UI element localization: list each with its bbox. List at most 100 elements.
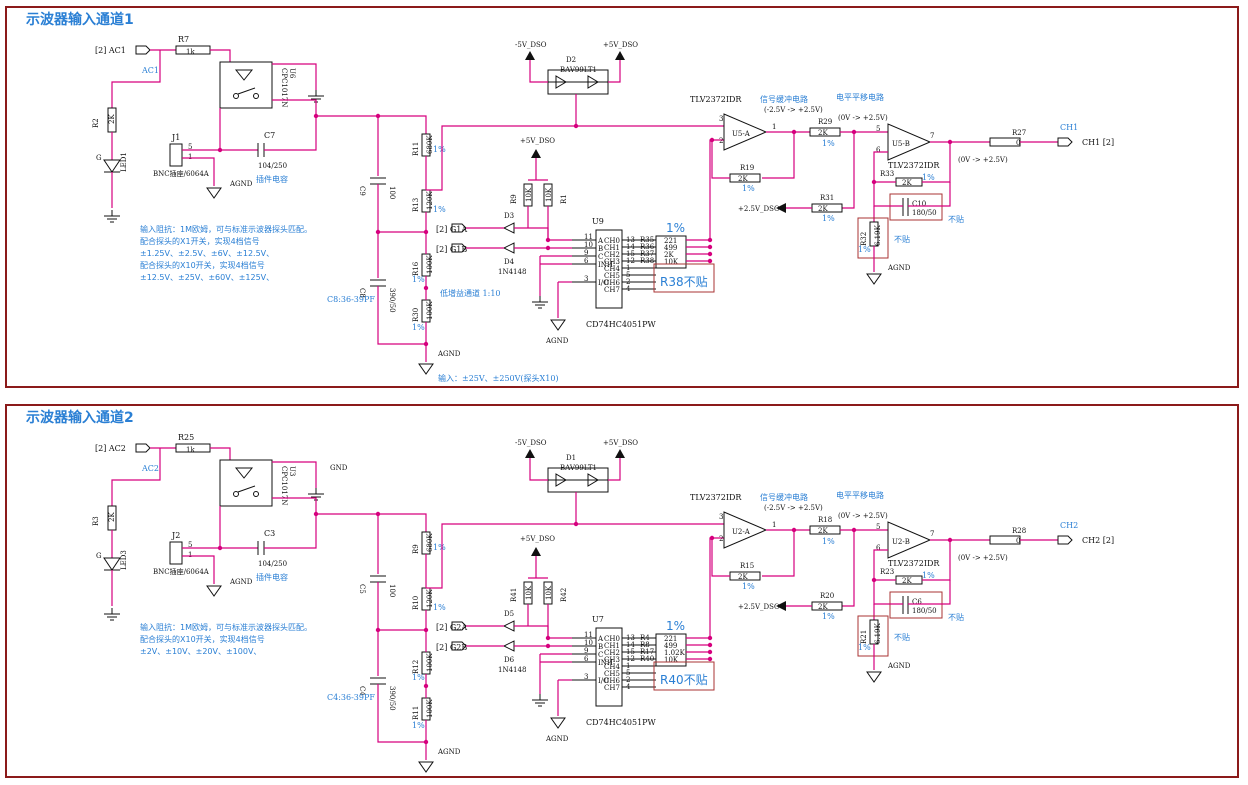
input-label: [2] AC1 bbox=[95, 46, 126, 55]
wire bbox=[711, 140, 730, 179]
clamp-diode-ref: D1 bbox=[566, 454, 576, 462]
output-range: (0V -> +2.5V) bbox=[958, 554, 1008, 562]
feedback-r-name: R19 bbox=[740, 164, 754, 172]
not-fitted-note: 不贴 bbox=[894, 234, 910, 244]
pullup-r-value: 10K bbox=[545, 585, 553, 600]
not-fitted-box bbox=[653, 263, 715, 293]
wire bbox=[762, 530, 795, 577]
wire bbox=[272, 461, 317, 488]
bnc-part: BNC插座/6064A bbox=[153, 169, 210, 178]
diode-d4-ref: D6 bbox=[504, 656, 515, 664]
tolerance-label: 1% bbox=[822, 612, 835, 621]
gain-resistor-array bbox=[655, 633, 687, 667]
mux-left-pin-num: 6 bbox=[584, 257, 589, 265]
output-r-name: R28 bbox=[1012, 527, 1026, 535]
wire bbox=[377, 286, 426, 345]
supply-arrow-icon bbox=[615, 449, 625, 458]
mux-right-pin-name: CH3 bbox=[604, 258, 620, 266]
led-resistor-name: R3 bbox=[92, 516, 100, 526]
bias-r-value: 2K bbox=[818, 603, 828, 611]
opamp-b-ref: U2-B bbox=[892, 538, 910, 546]
opamp-a-pin1: 1 bbox=[772, 123, 776, 131]
shift-fb-r-value: 2K bbox=[902, 179, 912, 187]
junction-dot bbox=[423, 683, 429, 689]
cap-name: C3 bbox=[264, 529, 275, 538]
divider-resistor-value: 100K bbox=[426, 653, 434, 672]
mux-ref: U7 bbox=[592, 615, 604, 624]
opamp-a bbox=[723, 113, 768, 151]
shift-cap-value: 180/50 bbox=[912, 209, 937, 217]
opamp-b bbox=[887, 123, 932, 161]
bias-arrow-icon bbox=[776, 203, 786, 213]
not-fitted-note: R38不贴 bbox=[660, 275, 708, 289]
wire bbox=[210, 447, 231, 460]
panel-title: 示波器输入通道2 bbox=[26, 409, 134, 426]
mux-right-pin-name: CH4 bbox=[604, 663, 620, 671]
shift-cap-name: C10 bbox=[912, 200, 926, 208]
mux-left-pin-name: A bbox=[597, 237, 604, 245]
mux-left-pin-num: 10 bbox=[584, 639, 593, 647]
mux-right-pin-name: CH0 bbox=[604, 635, 620, 643]
divider-resistor-name: R13 bbox=[412, 198, 420, 212]
opamp-b-pin6: 6 bbox=[876, 544, 881, 552]
divider-resistor-name: R10 bbox=[412, 596, 420, 610]
shift-fb-r-name: R33 bbox=[880, 170, 894, 178]
r-input-value: 1k bbox=[186, 48, 195, 56]
divider-resistor-name: R11 bbox=[412, 706, 420, 720]
junction-dot bbox=[709, 137, 715, 143]
mux-right-pin-name: CH2 bbox=[604, 251, 620, 259]
tolerance-label: 1% bbox=[433, 145, 446, 154]
junction-dot bbox=[707, 656, 713, 662]
mux-right-pin-name: CH1 bbox=[604, 244, 620, 252]
opamp-b-pin5: 5 bbox=[876, 523, 880, 531]
led-g-label: G bbox=[96, 552, 102, 560]
tolerance-label: 1% bbox=[822, 139, 835, 148]
relay-ref: U6 bbox=[288, 68, 296, 79]
supply-arrow-icon bbox=[531, 547, 541, 556]
mux-right-pin-name: CH1 bbox=[604, 642, 620, 650]
gain-b-label: [2] G1B bbox=[436, 245, 467, 254]
relay-contact bbox=[253, 491, 259, 497]
buffer-label: 信号缓冲电路 bbox=[760, 492, 808, 502]
output-r-name: R27 bbox=[1012, 129, 1026, 137]
mux-right-pin-name: CH5 bbox=[604, 272, 620, 280]
gain-resistor-value: 221 bbox=[664, 635, 677, 643]
shift-gnd-r-name: R32 bbox=[860, 232, 868, 246]
cap-c8-name: C4 bbox=[358, 686, 366, 696]
bias-supply-label: +2.5V_DSO bbox=[738, 603, 780, 611]
tolerance-label: 1% bbox=[922, 571, 935, 580]
port-connector-icon bbox=[451, 223, 467, 233]
tolerance-label: 1% bbox=[433, 543, 446, 552]
shift-in-r-value: 2K bbox=[818, 129, 828, 137]
mux-left-pin-name: INH bbox=[598, 261, 613, 269]
pos-supply-label: +5V_DSO bbox=[603, 41, 638, 49]
relay-led-icon bbox=[234, 69, 254, 81]
diode-icon bbox=[502, 222, 515, 234]
agnd-symbol bbox=[866, 671, 882, 683]
agnd-symbol bbox=[418, 761, 434, 773]
tolerance-big: 1% bbox=[666, 619, 685, 633]
junction-dot bbox=[709, 535, 715, 541]
wire bbox=[608, 458, 621, 481]
relay-switch bbox=[237, 485, 256, 493]
opamp-b-pin7: 7 bbox=[930, 132, 934, 140]
pullup-r-name: R42 bbox=[560, 588, 568, 602]
gnd-label: GND bbox=[330, 464, 348, 472]
supply-arrow-icon bbox=[531, 149, 541, 158]
opamp-a-pin2: 2 bbox=[719, 137, 723, 145]
gain-resistor-name: R38 bbox=[640, 257, 654, 265]
agnd-label: AGND bbox=[887, 264, 911, 272]
mux-right-pin-name: CH2 bbox=[604, 649, 620, 657]
junction-dot bbox=[707, 258, 713, 264]
bnc-ref: J2 bbox=[171, 531, 180, 540]
not-fitted-box bbox=[857, 217, 889, 259]
bnc-pin-1: 1 bbox=[188, 551, 192, 559]
mux-right-pin-name: CH4 bbox=[604, 265, 620, 273]
divider-resistor-name: R16 bbox=[412, 261, 420, 276]
shift-in-r-name: R18 bbox=[818, 516, 832, 524]
diode-icon bbox=[502, 640, 515, 652]
divider-resistor-name: R9 bbox=[412, 544, 420, 554]
input-range-note: 输入：±25V、±250V(探头X10) bbox=[438, 373, 559, 383]
shift-gnd-r-name: R21 bbox=[860, 630, 868, 644]
relay-contact bbox=[233, 93, 239, 99]
